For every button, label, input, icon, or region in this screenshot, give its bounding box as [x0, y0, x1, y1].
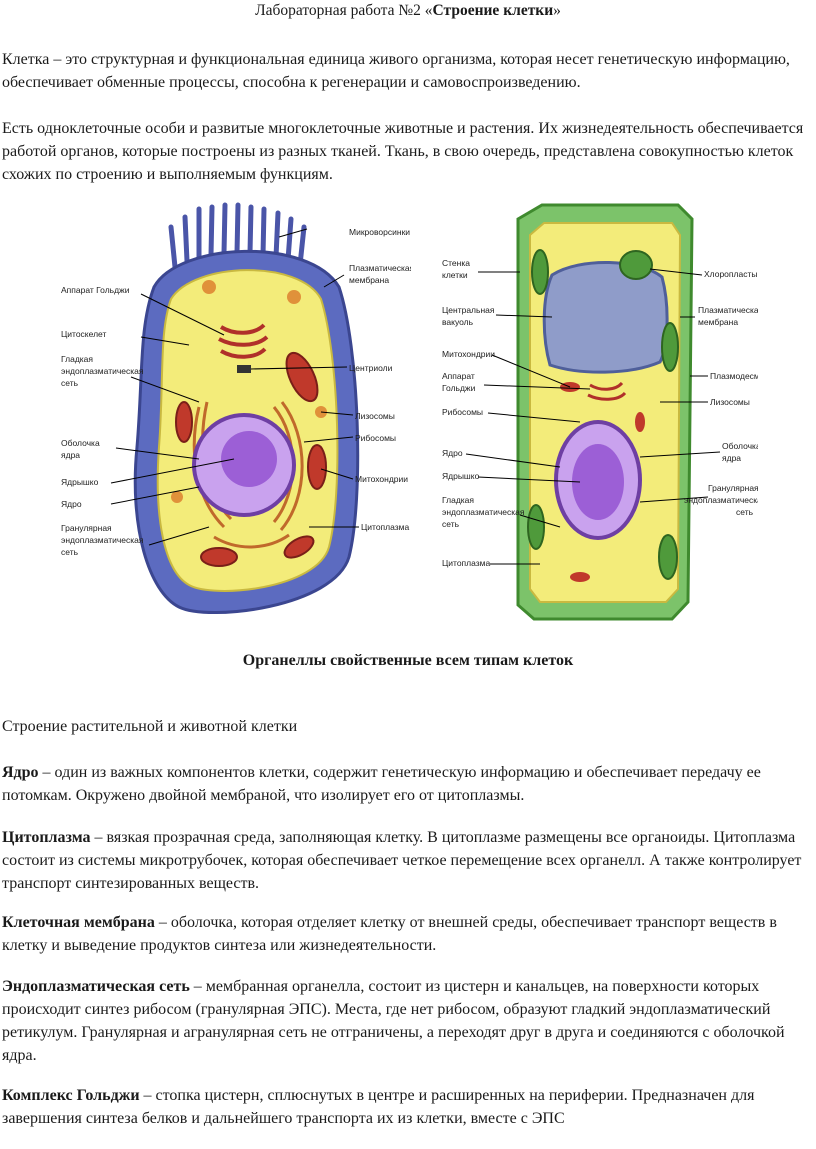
- label-plant-membrane-2: мембрана: [698, 317, 738, 327]
- label-rough-er-2: эндоплазматическая: [61, 535, 144, 545]
- term-nucleus: Ядро: [2, 764, 39, 781]
- term-er-text: – мембранная органелла, состоит из цисте…: [2, 978, 785, 1064]
- label-plant-rough-er-3: сеть: [736, 507, 754, 517]
- intro-paragraph-2: Есть одноклеточные особи и развитые мног…: [2, 120, 804, 183]
- label-smooth-er-3: сеть: [61, 378, 79, 388]
- label-plasma-membrane-1: Плазматическая: [349, 263, 411, 273]
- centriole-shape: [237, 365, 251, 373]
- term-nucleus-text: – один из важных компонентов клетки, сод…: [2, 764, 761, 804]
- label-plant-lysosomes: Лизосомы: [710, 397, 750, 407]
- label-plant-mitochondria: Митохондрии: [442, 349, 495, 359]
- label-plant-smooth-er-2: эндоплазматическая: [442, 507, 525, 517]
- term-cytoplasm: Цитоплазма: [2, 829, 91, 846]
- label-golgi: Аппарат Гольджи: [61, 285, 130, 295]
- label-plant-golgi-1: Аппарат: [442, 371, 475, 381]
- label-lysosomes: Лизосомы: [355, 411, 395, 421]
- label-plant-nucleus: Ядро: [442, 448, 463, 458]
- label-centrioles: Центриоли: [349, 363, 393, 373]
- label-smooth-er-1: Гладкая: [61, 354, 93, 364]
- label-plant-nuclear-envelope-2: ядра: [722, 453, 741, 463]
- document-title: Лабораторная работа №2 «Строение клетки»: [0, 2, 816, 20]
- label-plant-nuclear-envelope-1: Оболочка: [722, 441, 758, 451]
- title-prefix: Лабораторная работа №2 «: [255, 2, 433, 19]
- label-smooth-er-2: эндоплазматическая: [61, 366, 144, 376]
- label-plant-smooth-er-3: сеть: [442, 519, 460, 529]
- golgi-apparatus: [218, 323, 269, 359]
- label-plant-rough-er-1: Гранулярная: [708, 483, 758, 493]
- label-mitochondria: Митохондрии: [355, 474, 408, 484]
- term-er: Эндоплазматическая сеть: [2, 978, 190, 995]
- label-cytoskeleton: Цитоскелет: [61, 329, 106, 339]
- label-plant-smooth-er-1: Гладкая: [442, 495, 474, 505]
- animal-cell-figure: Аппарат Гольджи Цитоскелет Гладкая эндоп…: [59, 197, 415, 629]
- label-nucleus: Ядро: [61, 499, 82, 509]
- label-nucleolus: Ядрышко: [61, 477, 99, 487]
- title-suffix: »: [553, 2, 561, 19]
- section-heading: Строение растительной и животной клетки: [2, 718, 298, 735]
- chloroplasts: [527, 249, 679, 580]
- microvilli: [168, 202, 307, 270]
- animal-cell-diagram: Аппарат Гольджи Цитоскелет Гладкая эндоп…: [59, 197, 415, 629]
- term-membrane-text: – оболочка, которая отделяет клетку от в…: [2, 914, 777, 954]
- label-cell-wall-1: Стенка: [442, 258, 470, 268]
- term-golgi: Комплекс Гольджи: [2, 1087, 140, 1104]
- figure-caption: Органеллы свойственные всем типам клеток: [242, 652, 574, 669]
- intro-paragraph-1: Клетка – это структурная и функциональна…: [2, 51, 790, 91]
- title-bold: Строение клетки: [432, 2, 554, 19]
- label-nuclear-envelope-1: Оболочка: [61, 438, 100, 448]
- label-plant-ribosomes: Рибосомы: [442, 407, 483, 417]
- plant-label-lines: [465, 268, 721, 565]
- term-golgi-text: – стопка цистерн, сплюснутых в центре и …: [2, 1087, 755, 1127]
- nucleolus-shape: [221, 431, 277, 487]
- label-ribosomes: Рибосомы: [355, 433, 396, 443]
- plant-cell-diagram: Стенка клетки Центральная вакуоль Митохо…: [440, 197, 767, 629]
- label-cell-wall-2: клетки: [442, 270, 468, 280]
- plant-nucleolus-shape: [572, 444, 624, 520]
- plant-cell-figure: Стенка клетки Центральная вакуоль Митохо…: [440, 197, 767, 629]
- label-cytoplasm: Цитоплазма: [361, 522, 409, 532]
- term-paragraph-membrane: Клеточная мембрана – оболочка, которая о…: [2, 911, 814, 957]
- label-plant-cytoplasm: Цитоплазма: [442, 558, 490, 568]
- term-paragraph-nucleus: Ядро – один из важных компонентов клетки…: [2, 761, 814, 807]
- label-rough-er-1: Гранулярная: [61, 523, 112, 533]
- term-paragraph-er: Эндоплазматическая сеть – мембранная орг…: [2, 975, 814, 1067]
- label-plasma-membrane-2: мембрана: [349, 275, 389, 285]
- label-lines: [110, 228, 359, 546]
- label-plasmodesma: Плазмодесма: [710, 371, 758, 381]
- term-cytoplasm-text: – вязкая прозрачная среда, заполняющая к…: [2, 829, 802, 892]
- label-microvilli: Микроворсинки: [349, 227, 410, 237]
- plant-golgi: [587, 381, 627, 401]
- label-plant-rough-er-2: эндоплазматическая: [684, 495, 758, 505]
- label-plant-golgi-2: Гольджи: [442, 383, 476, 393]
- term-membrane: Клеточная мембрана: [2, 914, 155, 931]
- label-plant-membrane-1: Плазматическая: [698, 305, 758, 315]
- label-nuclear-envelope-2: ядра: [61, 450, 80, 460]
- label-plant-nucleolus: Ядрышко: [442, 471, 480, 481]
- label-rough-er-3: сеть: [61, 547, 79, 557]
- term-paragraph-golgi: Комплекс Гольджи – стопка цистерн, сплюс…: [2, 1084, 814, 1130]
- term-paragraph-cytoplasm: Цитоплазма – вязкая прозрачная среда, за…: [2, 826, 814, 895]
- label-central-vacuole-1: Центральная: [442, 305, 495, 315]
- label-central-vacuole-2: вакуоль: [442, 317, 474, 327]
- mitochondria: [175, 351, 327, 567]
- vacuole-shape: [542, 261, 669, 374]
- label-chloroplasts: Хлоропласты: [704, 269, 757, 279]
